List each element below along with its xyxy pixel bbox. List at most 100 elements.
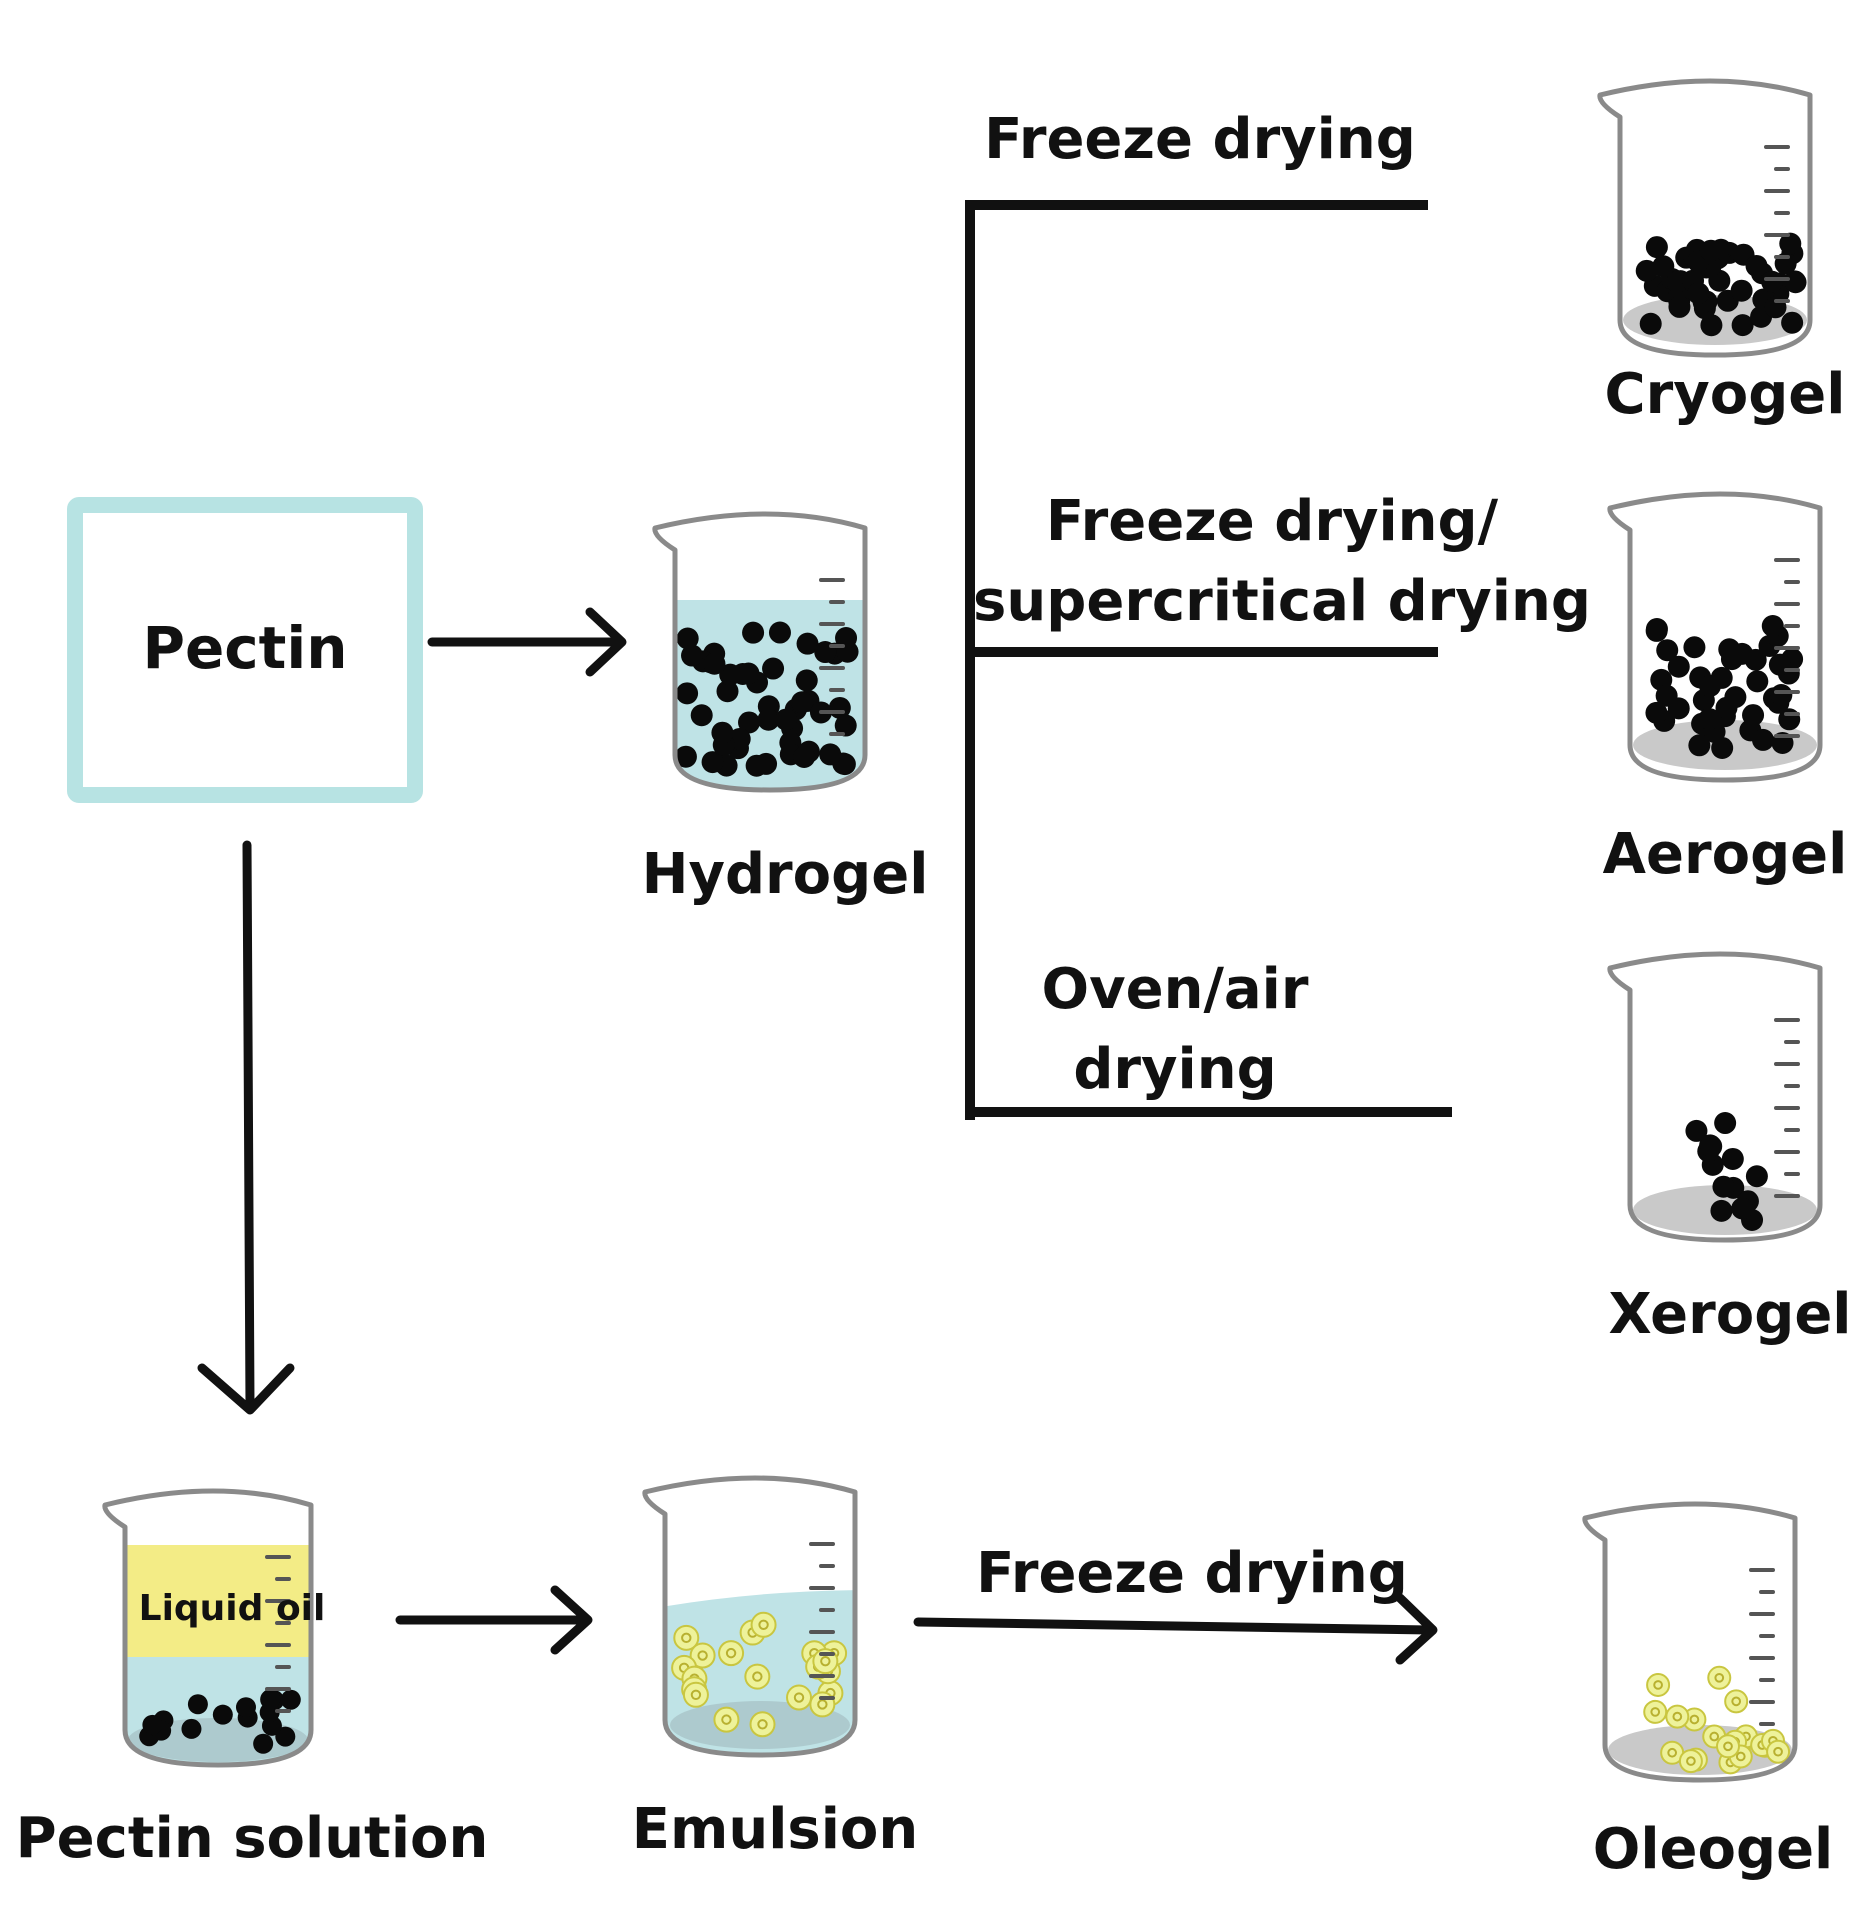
gel-particle <box>1745 1165 1768 1188</box>
gel-particle <box>1744 648 1767 671</box>
gel-particle <box>1731 1197 1754 1220</box>
gel-particle <box>1699 674 1722 697</box>
gel-particle <box>701 751 724 774</box>
gel-particle <box>690 704 713 727</box>
pectin-label: Pectin <box>142 614 347 682</box>
gel-particle <box>762 657 785 680</box>
emulsion-beaker <box>642 1475 858 1758</box>
gel-particle <box>738 711 761 734</box>
pectin-solution-label: Pectin solution <box>16 1806 489 1871</box>
oil-droplet <box>1646 1672 1671 1697</box>
arrow-solution-to-emulsion <box>395 1585 593 1655</box>
gel-particle <box>1714 1112 1737 1135</box>
branch-bracket <box>965 200 1452 1120</box>
gel-particle <box>791 691 814 714</box>
oleogel-beaker <box>1582 1501 1798 1783</box>
oil-droplet-core <box>681 1632 692 1644</box>
oil-droplet <box>1707 1665 1732 1690</box>
xerogel-label: Xerogel <box>1608 1282 1851 1347</box>
gel-particle <box>1683 636 1706 659</box>
oil-droplet-core <box>1714 1672 1725 1683</box>
gel-particle <box>1645 236 1668 259</box>
process-cryogel-label: Freeze drying <box>984 107 1416 172</box>
process-xerogel-label-line2: drying <box>1073 1037 1276 1102</box>
arrow-emulsion-to-oleogel <box>913 1593 1438 1665</box>
gel-particle <box>676 627 699 650</box>
gel-particle <box>1768 653 1791 676</box>
oil-droplet-core <box>1653 1680 1663 1690</box>
gel-particle <box>793 746 816 769</box>
beaker-rim <box>642 1475 858 1517</box>
gel-particle <box>142 1714 163 1735</box>
gel-particle <box>681 644 704 667</box>
oil-droplet-core <box>1667 1747 1678 1758</box>
gel-particle <box>796 632 819 655</box>
oil-droplet <box>750 1611 777 1638</box>
gel-particle <box>1770 683 1793 706</box>
oil-droplet-core <box>752 1671 763 1682</box>
oil-droplet-core <box>817 1699 828 1710</box>
cryogel-label: Cryogel <box>1605 362 1846 427</box>
gel-particle <box>1745 254 1768 277</box>
gel-particle <box>1761 270 1784 293</box>
oil-droplet <box>786 1684 813 1711</box>
oil-droplet <box>689 1642 716 1669</box>
xerogel-beaker <box>1607 951 1823 1243</box>
gel-particle <box>1688 734 1711 757</box>
gel-particle <box>1715 696 1738 719</box>
gel-particle <box>280 1689 301 1710</box>
gel-particle <box>275 1726 296 1747</box>
oil-droplet <box>1724 1689 1749 1714</box>
beaker-rim <box>1597 78 1813 120</box>
gel-particle <box>719 663 742 686</box>
oil-droplet <box>673 1624 700 1651</box>
beaker-outline <box>1627 508 1823 783</box>
gel-particle <box>742 621 765 644</box>
gel-particle <box>1761 614 1784 637</box>
gel-particle <box>1700 1135 1723 1158</box>
gel-particle <box>1731 314 1754 337</box>
oil-droplet-core <box>1735 1751 1746 1762</box>
arrow-pectin-to-solution <box>197 840 295 1415</box>
gel-particle <box>1645 619 1668 642</box>
oil-droplet-core <box>1686 1756 1696 1766</box>
gel-particle <box>1668 295 1691 318</box>
gel-particle <box>757 708 780 731</box>
gel-particle <box>716 680 739 703</box>
gel-particle <box>795 669 818 692</box>
gel-particle <box>1721 1147 1744 1170</box>
oil-droplet-core <box>1709 1731 1720 1742</box>
gel-particle <box>1746 670 1769 693</box>
gel-particle <box>737 662 760 685</box>
gel-particle <box>1700 314 1723 337</box>
gel-particle <box>212 1704 233 1725</box>
beaker-outline <box>1617 95 1813 358</box>
oil-droplet-core <box>721 1714 732 1725</box>
oil-droplet-core <box>1723 1741 1733 1752</box>
gel-particle <box>676 682 699 705</box>
oil-droplet-core <box>1773 1746 1783 1757</box>
beaker-rim <box>1607 491 1823 533</box>
gel-particle <box>1635 259 1658 282</box>
gel-particle <box>1781 311 1804 334</box>
gel-particle <box>1718 638 1741 661</box>
process-oleogel-label: Freeze drying <box>976 1541 1408 1606</box>
oil-droplet-core <box>1650 1707 1661 1717</box>
oil-droplet <box>1715 1734 1740 1759</box>
oil-droplet-core <box>725 1647 737 1659</box>
oil-droplet <box>1678 1749 1703 1774</box>
oil-droplet <box>713 1706 740 1733</box>
arrow-pectin-to-hydrogel <box>427 607 627 677</box>
oil-droplet-core <box>1689 1714 1700 1725</box>
gel-particle <box>711 721 734 744</box>
beaker-rim <box>102 1488 314 1530</box>
gel-particle <box>1712 1175 1735 1198</box>
gel-particle <box>1710 1199 1733 1222</box>
gel-particle <box>745 754 768 777</box>
gel-particle <box>1655 684 1678 707</box>
beaker-outline <box>672 528 868 793</box>
gel-particle <box>835 626 858 649</box>
beaker-outline <box>662 1492 858 1758</box>
oil-droplet-core <box>793 1692 805 1703</box>
